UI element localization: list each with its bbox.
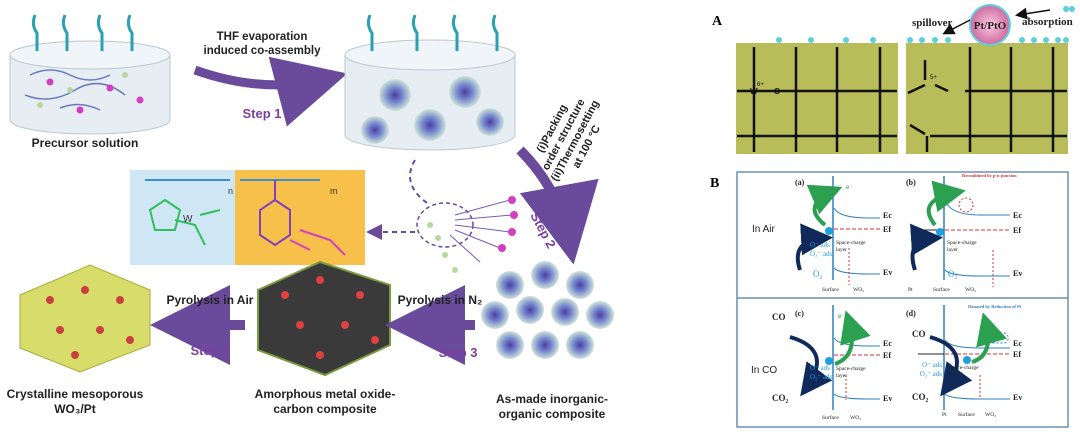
ef-label-a: Ef <box>883 225 891 234</box>
ev-label-a: Ev <box>883 268 892 277</box>
panel-b-frame <box>736 171 1069 428</box>
sub-a-label: (a) <box>795 178 805 187</box>
ef-label-c: Ef <box>883 351 891 360</box>
wo3-a: WO₃ <box>853 287 864 293</box>
layer-a: layer <box>836 247 847 253</box>
ptpto-label: Pt/PtO <box>974 20 1007 32</box>
pt-b: Pt <box>908 287 913 293</box>
precursor-cylinder <box>9 14 171 135</box>
o2-ads-a: O₂⁻ ads <box>810 250 833 258</box>
product3-line1: As-made inorganic- <box>496 392 608 406</box>
electron-a: e⁻ <box>846 185 853 191</box>
co2-label-c: CO₂ <box>772 393 789 403</box>
step3-label: Step 3 <box>438 345 477 360</box>
band-diagram-d <box>918 305 1010 410</box>
recombined-note: Recombined by p-n junction <box>962 173 1017 178</box>
sub-c-label: (c) <box>795 309 804 318</box>
w-atom-label: W <box>750 87 758 96</box>
surface-d: Surface <box>958 411 975 418</box>
wo3-c: WO₃ <box>850 415 861 421</box>
subscript-m: m <box>330 186 338 196</box>
electron-d: e⁻ <box>990 322 997 328</box>
panel-a-label: A <box>712 14 723 29</box>
in-air-label: In Air <box>752 224 775 235</box>
step2-arrow <box>516 146 599 265</box>
band-diagram-b <box>909 176 1010 287</box>
space-charge-c: Space-charge <box>836 366 866 372</box>
band-diagram-a <box>795 176 880 285</box>
micelle-detail <box>416 196 518 273</box>
band-diagram-c <box>789 305 880 410</box>
pt-d: Pt <box>942 412 947 418</box>
o2-ads-c: O₂⁻ ads <box>810 373 833 381</box>
wo3-b: WO₃ <box>965 287 976 293</box>
o2-ads-d: O₂⁻ ads <box>920 370 943 378</box>
space-charge-d: Space-charge <box>949 365 979 371</box>
space-charge-a: Space-charge <box>836 240 866 246</box>
pt-particle <box>969 4 1011 46</box>
ec-label-c: Ec <box>883 339 892 348</box>
layer-b: layer <box>947 247 958 253</box>
subscript-n: n <box>228 186 233 196</box>
co-label-c: CO <box>772 312 786 322</box>
co-label-d: CO <box>912 329 926 339</box>
amorphous-block <box>257 260 391 377</box>
ef-label-b: Ef <box>1013 226 1021 235</box>
o2-label-a: O₂ <box>813 269 823 279</box>
electron-b: e⁻ <box>950 190 957 196</box>
surface-c: Surface <box>822 414 839 421</box>
wo3-d: WO₃ <box>985 412 996 418</box>
asmade-composite <box>481 261 614 359</box>
layer-d: layer <box>949 372 960 378</box>
sub-d-label: (d) <box>906 309 916 318</box>
ec-label-b: Ec <box>1013 211 1022 220</box>
panel-b-label: B <box>710 176 719 191</box>
arrow1-text-line2: induced co-assembly <box>204 45 322 57</box>
zoom-dashed-line <box>409 159 431 206</box>
surface-b: Surface <box>933 286 950 293</box>
charge-label: 6+ <box>757 82 764 88</box>
step2-label: Step 2 <box>527 209 559 250</box>
co2-label-d: CO₂ <box>912 392 929 402</box>
o-ads-c: O⁻ ads <box>810 364 830 372</box>
in-co-label: In CO <box>751 365 777 376</box>
ef-label-d: Ef <box>1013 350 1021 359</box>
donated-note: Donated by Reduction of Pt <box>968 304 1022 309</box>
surface-a: Surface <box>822 286 839 293</box>
product2-line2: carbon composite <box>273 402 377 416</box>
precursor-label: Precursor solution <box>32 136 139 150</box>
ec-label-a: Ec <box>883 211 892 220</box>
arrow1-text-line1: THF evaporation <box>217 31 308 43</box>
step4-condition: Pyrolysis in Air <box>167 293 254 307</box>
spillover-label: spillover <box>912 17 952 29</box>
micelle-cylinder <box>344 14 516 151</box>
absorption-label: absorption <box>1022 16 1073 28</box>
ev-label-d: Ev <box>1013 393 1022 402</box>
step1-arrow <box>193 56 348 127</box>
step1-label: Step 1 <box>242 106 281 121</box>
ec-label-d: Ec <box>1013 339 1022 348</box>
o-ads-a: O⁻ ads <box>810 241 830 249</box>
lattice-reduced <box>906 4 1075 154</box>
tungsten-atom: W <box>183 214 193 225</box>
product3-line2: organic composite <box>499 407 606 421</box>
reduced-charge-label: 5+ <box>930 75 937 81</box>
product1-line1: Crystalline mesoporous <box>7 387 144 401</box>
electron-c: e⁻ <box>838 314 845 320</box>
step3-condition: Pyrolysis in N₂ <box>398 293 483 307</box>
space-charge-b: Space-charge <box>947 240 977 246</box>
product1-line2: WO₃/Pt <box>54 402 96 416</box>
product2-line1: Amorphous metal oxide- <box>255 387 396 401</box>
ev-label-b: Ev <box>1013 269 1022 278</box>
copolymer-structure: W n m <box>130 170 365 265</box>
step4-label: Step 4 <box>190 343 230 358</box>
sub-b-label: (b) <box>906 178 916 187</box>
o-atom-label: O <box>774 87 780 96</box>
crystalline-block <box>19 264 151 373</box>
o2-label-b: O₂ <box>948 269 958 279</box>
o-ads-d: O⁻ ads <box>922 361 942 369</box>
layer-c: layer <box>836 373 847 379</box>
lattice-pristine <box>736 37 898 154</box>
ev-label-c: Ev <box>883 394 892 403</box>
